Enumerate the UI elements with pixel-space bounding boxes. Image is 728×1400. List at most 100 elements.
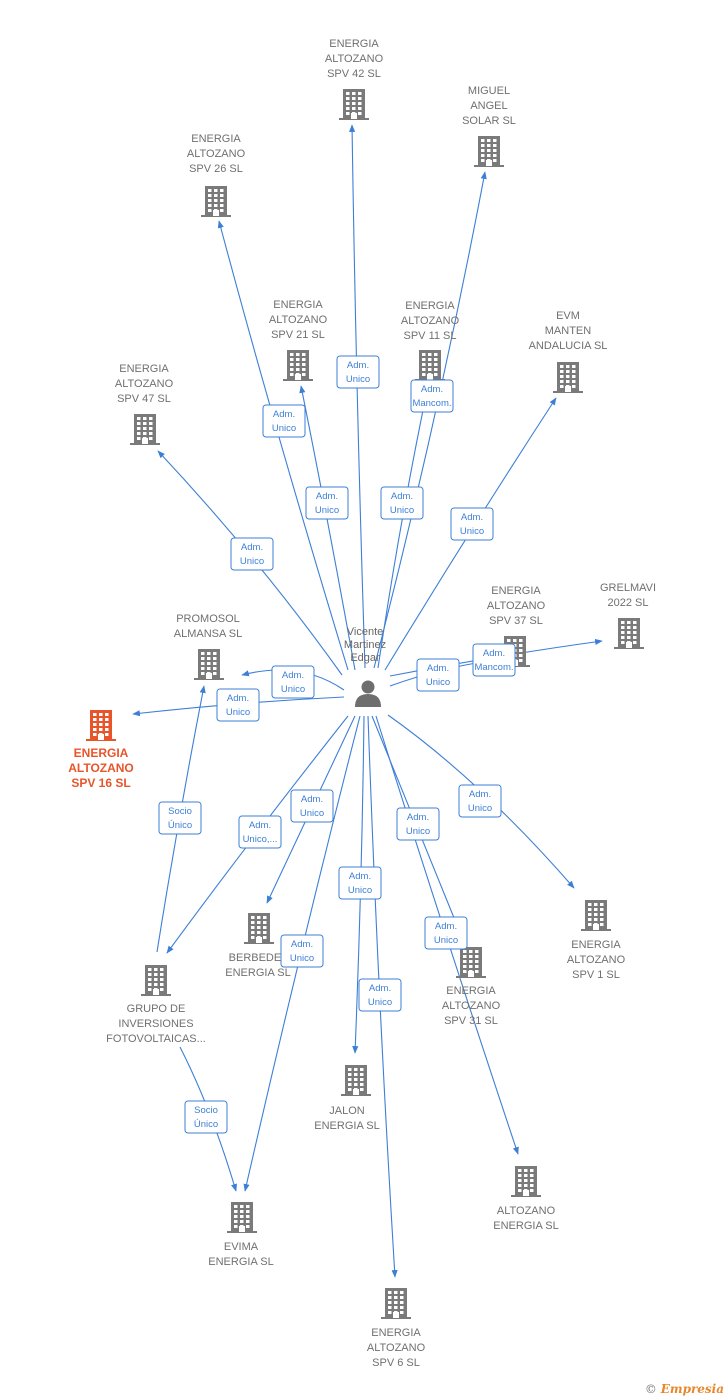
company-name-line: ENERGIA SL [225, 967, 290, 979]
edge-label-text: Adm. [369, 983, 391, 994]
company-node-grupo[interactable]: GRUPO DEINVERSIONESFOTOVOLTAICAS... [106, 965, 206, 1045]
building-icon [86, 710, 116, 741]
edge-label-box [230, 537, 274, 571]
company-name-line: ENERGIA [74, 746, 129, 760]
edge-label-box [410, 379, 454, 413]
company-name-line: 2022 SL [608, 597, 649, 609]
company-name-line: ENERGIA [446, 985, 496, 997]
edge-labels-layer: Adm.UnicoAdm.Mancom.Adm.UnicoAdm.UnicoAd… [158, 355, 516, 1134]
edge-label-text: Unico [368, 997, 392, 1008]
edge-label-text: Adm. [349, 871, 371, 882]
edge-label-text: Unico [460, 526, 484, 537]
edge-label-grelmavi[interactable]: Adm.Mancom. [472, 643, 516, 677]
company-name-line: MANTEN [545, 325, 592, 337]
company-name-line: SPV 1 SL [572, 969, 620, 981]
building-icon [227, 1202, 257, 1233]
edge-label-spv1[interactable]: Adm. Unico [458, 784, 502, 818]
edge-label-spv16[interactable]: Adm. Unico [216, 688, 260, 722]
edge-label-jalon[interactable]: Adm.Unico [338, 866, 382, 900]
edge-label-altozano[interactable]: Adm.Unico [424, 916, 468, 950]
edge-center-to-spv42 [349, 124, 366, 669]
edge-label-text: Mancom. [474, 662, 513, 673]
company-name-line: ALTOZANO [487, 600, 546, 612]
edge-label-spv47[interactable]: Adm.Unico [230, 537, 274, 571]
edge-label-text: Unico [281, 684, 305, 695]
company-name-line: SPV 26 SL [189, 163, 243, 175]
edge-label-spv37[interactable]: Adm.Unico [416, 658, 460, 692]
company-name-line: ENERGIA [273, 299, 323, 311]
company-name-line: ENERGIA SL [493, 1220, 558, 1232]
edge-label-box [238, 815, 282, 849]
building-icon [201, 186, 231, 217]
edge-label-text: Unico [315, 505, 339, 516]
company-name-line: ALTOZANO [401, 315, 460, 327]
edge-label-spv11[interactable]: Adm.Unico [380, 486, 424, 520]
company-node-berbedel[interactable]: BERBEDEL ENERGIA SL [225, 913, 291, 979]
company-name-line: BERBEDEL [229, 952, 288, 964]
edge-label-text: Unico [300, 808, 324, 819]
edge-label-text: Unico [226, 707, 250, 718]
edge-label-evm[interactable]: Adm. Unico [450, 507, 494, 541]
edge-label-text: Adm. [421, 384, 443, 395]
edge-label-box [380, 486, 424, 520]
edge-label-box [396, 807, 440, 841]
edge-label-box [305, 486, 349, 520]
building-icon [474, 136, 504, 167]
company-node-altozano[interactable]: ALTOZANO ENERGIA SL [493, 1166, 559, 1232]
edge-label-text: Unico [468, 803, 492, 814]
edge-label-text: Adm. [227, 693, 249, 704]
company-name-line: INVERSIONES [118, 1018, 193, 1030]
person-name-line: Edgar [350, 652, 380, 664]
building-icon [614, 618, 644, 649]
edge-label-box [416, 658, 460, 692]
edge-label-spv42[interactable]: Adm.Unico [336, 355, 380, 389]
edge-label-text: Adm. [461, 512, 483, 523]
building-icon [339, 89, 369, 120]
edge-label-miguel[interactable]: Adm.Mancom. [410, 379, 454, 413]
building-icon [553, 362, 583, 393]
edge-label-spv26[interactable]: Adm.Unico [262, 404, 306, 438]
company-name-line: MIGUEL [468, 85, 510, 97]
edge-label-text: Unico [426, 677, 450, 688]
edge-label-text: Adm. [469, 789, 491, 800]
edge-label-evima[interactable]: Adm.Unico [280, 934, 324, 968]
company-name-line: ALTOZANO [367, 1342, 426, 1354]
edge-label-grupo[interactable]: Adm.Unico,... [238, 815, 282, 849]
company-name-line: ALTOZANO [497, 1205, 556, 1217]
edge-label-text: Adm. [282, 670, 304, 681]
edge-label-spv6[interactable]: Adm. Unico [358, 978, 402, 1012]
edge-label-text: Unico [390, 505, 414, 516]
edge-label-text: Adm. [347, 360, 369, 371]
edge-label-text: Adm. [301, 794, 323, 805]
company-name-line: ENERGIA [491, 585, 541, 597]
company-name-line: ENERGIA [371, 1327, 421, 1339]
edge-label-berbedel[interactable]: Adm. Unico [290, 789, 334, 823]
edge-label-spv31[interactable]: Adm.Unico [396, 807, 440, 841]
edge-label-promosol[interactable]: Adm. Unico [271, 665, 315, 699]
edge-label-text: Unico [240, 556, 264, 567]
company-name-line: ALTOZANO [115, 378, 174, 390]
edge-label-text: Único [194, 1119, 218, 1130]
company-name-line: ENERGIA SL [314, 1120, 379, 1132]
edge-label-text: Adm. [316, 491, 338, 502]
company-name-line: ENERGIA [119, 363, 169, 375]
edge-label-spv21[interactable]: Adm. Unico [305, 486, 349, 520]
